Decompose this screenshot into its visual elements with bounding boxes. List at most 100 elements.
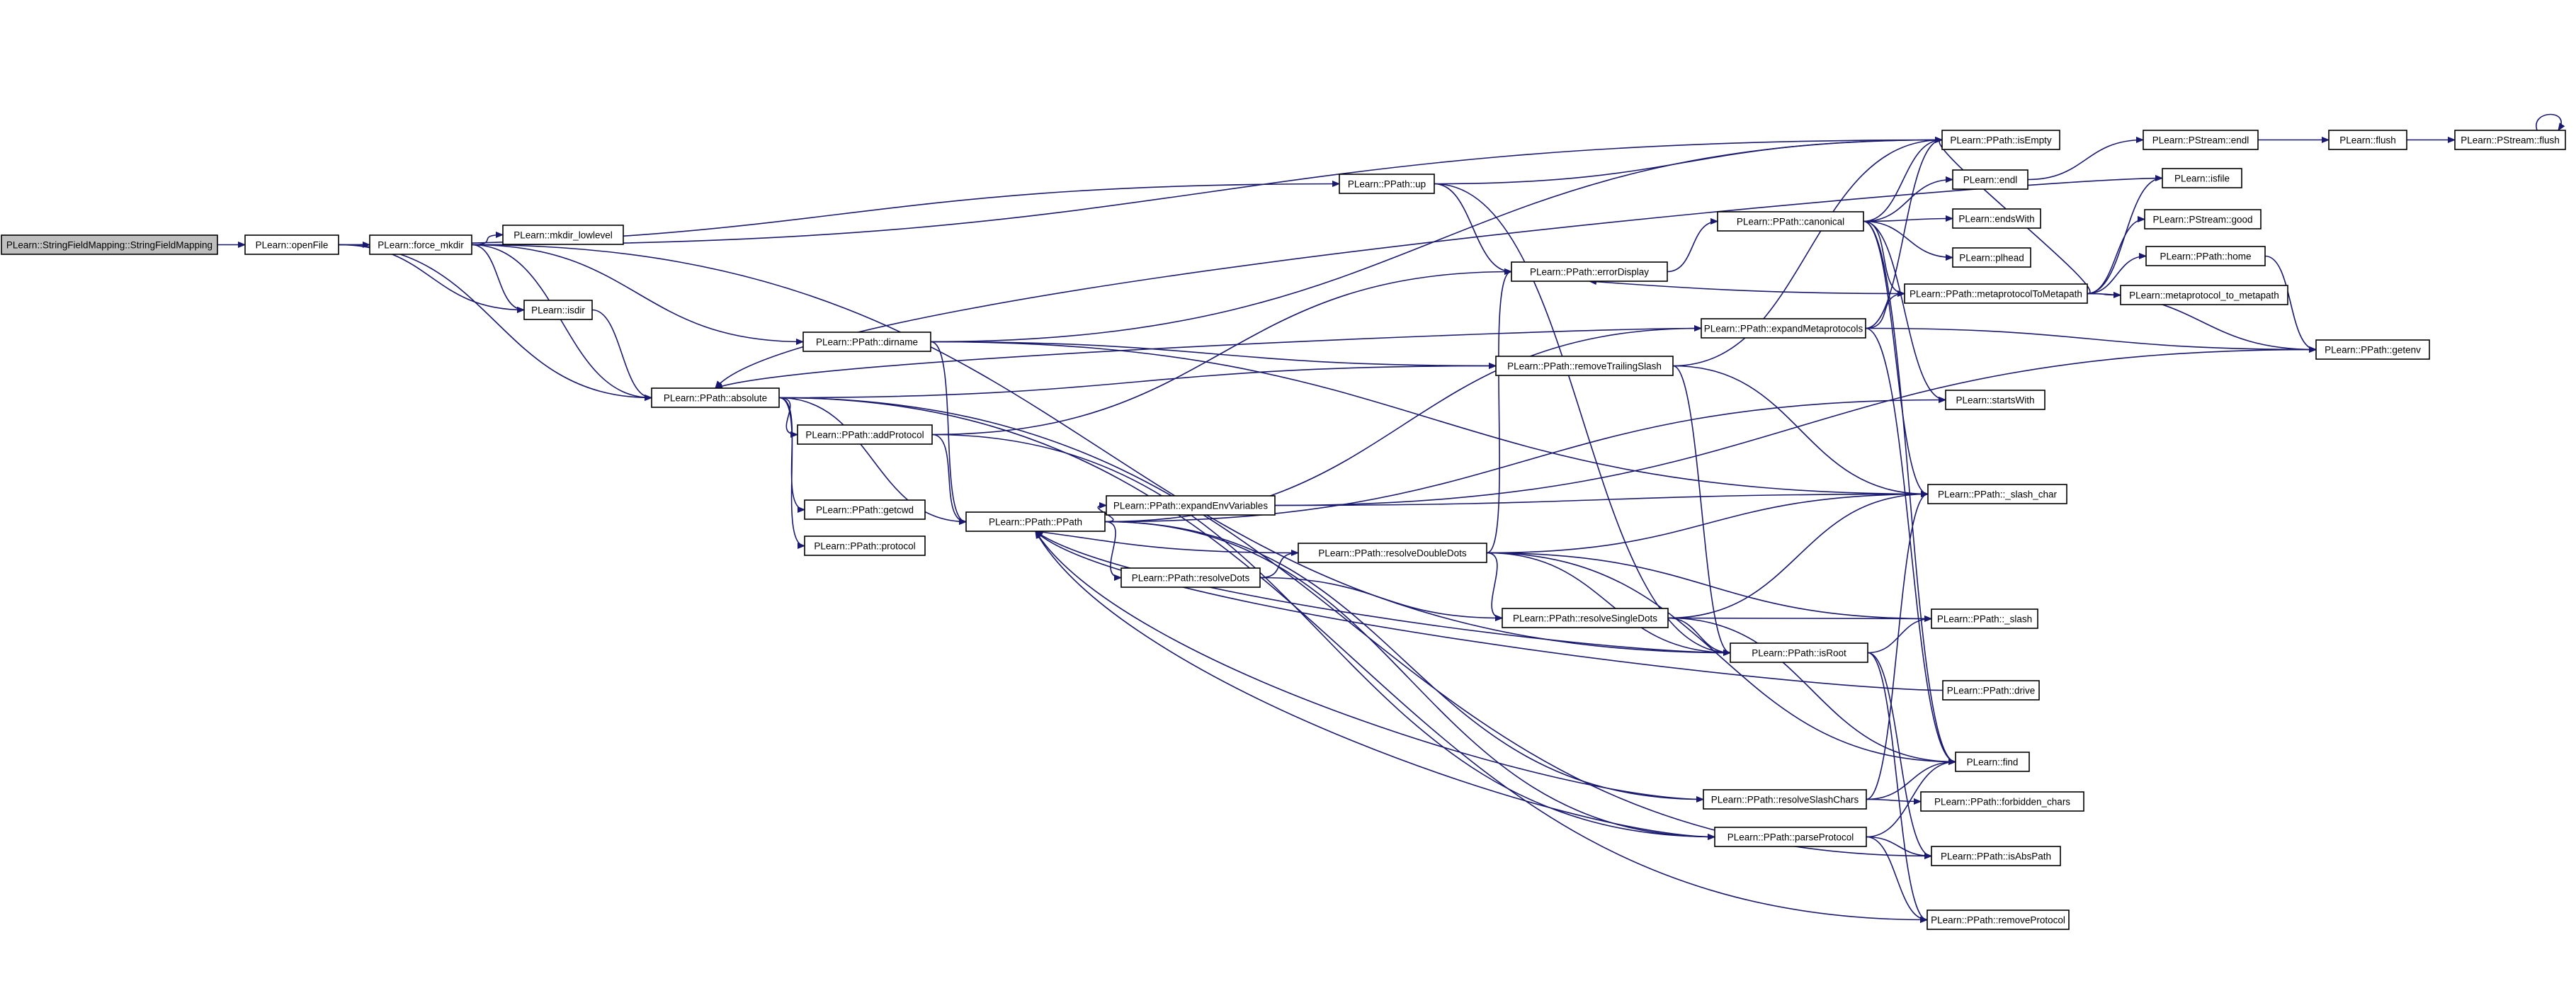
graph-node-n2[interactable]: PLearn::force_mkdir	[369, 234, 472, 255]
node-box[interactable]	[523, 300, 593, 320]
edge-n16-n29	[1672, 365, 1928, 494]
node-label: PLearn::PPath::addProtocol	[805, 430, 924, 441]
graph-node-n9[interactable]: PLearn::PPath::protocol	[804, 536, 926, 556]
node-box[interactable]	[2315, 339, 2430, 360]
graph-node-n35[interactable]: PLearn::PPath::removeProtocol	[1927, 910, 2070, 930]
node-box[interactable]	[1942, 680, 2040, 701]
node-box[interactable]	[1730, 642, 1868, 663]
node-box[interactable]	[651, 387, 780, 408]
graph-node-n8[interactable]: PLearn::PPath::getcwd	[804, 499, 926, 520]
node-box[interactable]	[2328, 130, 2407, 150]
node-box[interactable]	[1945, 390, 2046, 410]
node-box[interactable]	[2144, 209, 2262, 230]
graph-node-n19[interactable]: PLearn::PPath::canonical	[1717, 211, 1864, 232]
graph-node-n12[interactable]: PLearn::PPath::resolveDots	[1120, 567, 1261, 588]
node-box[interactable]	[2145, 246, 2266, 266]
node-box[interactable]	[1701, 318, 1866, 339]
node-box[interactable]	[244, 234, 339, 255]
node-box[interactable]	[1502, 608, 1669, 628]
graph-node-n7[interactable]: PLearn::PPath::addProtocol	[797, 424, 933, 445]
graph-node-n28[interactable]: PLearn::startsWith	[1945, 390, 2046, 410]
graph-node-n40[interactable]: PLearn::PStream::good	[2144, 209, 2262, 230]
graph-node-n15[interactable]: PLearn::PPath::errorDisplay	[1511, 261, 1668, 282]
graph-node-n13[interactable]: PLearn::PPath::resolveDoubleDots	[1298, 543, 1487, 563]
graph-node-n17[interactable]: PLearn::PPath::resolveSingleDots	[1502, 608, 1669, 628]
graph-node-n16[interactable]: PLearn::PPath::removeTrailingSlash	[1495, 356, 1674, 376]
graph-node-n36[interactable]: PLearn::PStream::endl	[2143, 130, 2259, 150]
node-box[interactable]	[804, 536, 926, 556]
edge-n6-n23	[930, 140, 1942, 343]
graph-node-n3[interactable]: PLearn::mkdir_lowlevel	[502, 225, 624, 245]
graph-node-n20[interactable]: PLearn::PPath::expandMetaprotocols	[1701, 318, 1866, 339]
node-box[interactable]	[1, 234, 218, 255]
graph-node-n22[interactable]: PLearn::PPath::parseProtocol	[1714, 827, 1867, 847]
node-box[interactable]	[2143, 130, 2259, 150]
node-box[interactable]	[1952, 247, 2031, 268]
graph-node-n0[interactable]: PLearn::StringFieldMapping::StringFieldM…	[1, 234, 218, 255]
graph-node-n31[interactable]: PLearn::PPath::drive	[1942, 680, 2040, 701]
edge-n5-n34	[778, 397, 1931, 856]
node-box[interactable]	[797, 424, 933, 445]
graph-node-n24[interactable]: PLearn::endl	[1952, 169, 2029, 190]
graph-node-n21[interactable]: PLearn::PPath::resolveSlashChars	[1703, 789, 1867, 810]
graph-node-n23[interactable]: PLearn::PPath::isEmpty	[1941, 130, 2060, 150]
node-box[interactable]	[1339, 174, 1435, 194]
node-box[interactable]	[1952, 208, 2041, 229]
graph-node-n27[interactable]: PLearn::PPath::metaprotocolToMetapath	[1904, 283, 2088, 304]
node-box[interactable]	[1703, 789, 1867, 810]
node-box[interactable]	[802, 332, 931, 352]
node-label: PLearn::PPath::resolveDots	[1132, 573, 1250, 584]
node-box[interactable]	[1927, 484, 2067, 504]
node-box[interactable]	[1717, 211, 1864, 232]
graph-node-n29[interactable]: PLearn::PPath::_slash_char	[1927, 484, 2067, 504]
graph-node-n26[interactable]: PLearn::plhead	[1952, 247, 2031, 268]
node-box[interactable]	[1511, 261, 1668, 282]
graph-node-n41[interactable]: PLearn::PPath::home	[2145, 246, 2266, 266]
node-box[interactable]	[502, 225, 624, 245]
graph-node-n11[interactable]: PLearn::PPath::expandEnvVariables	[1106, 495, 1276, 516]
graph-node-n14[interactable]: PLearn::PPath::up	[1339, 174, 1435, 194]
graph-node-n6[interactable]: PLearn::PPath::dirname	[802, 332, 931, 352]
edge-n2-n23	[471, 140, 1942, 246]
node-box[interactable]	[965, 511, 1106, 532]
node-box[interactable]	[1106, 495, 1276, 516]
graph-node-n30[interactable]: PLearn::PPath::_slash	[1931, 608, 2038, 629]
graph-node-n10[interactable]: PLearn::PPath::PPath	[965, 511, 1106, 532]
edge-n19-n29	[1863, 220, 1929, 494]
node-box[interactable]	[2120, 285, 2288, 305]
node-box[interactable]	[1495, 356, 1674, 376]
node-box[interactable]	[1927, 910, 2070, 930]
graph-node-n25[interactable]: PLearn::endsWith	[1952, 208, 2041, 229]
node-box[interactable]	[1920, 791, 2084, 812]
node-box[interactable]	[1298, 543, 1487, 563]
node-box[interactable]	[1120, 567, 1261, 588]
node-box[interactable]	[1904, 283, 2088, 304]
node-box[interactable]	[1931, 846, 2061, 866]
node-box[interactable]	[1714, 827, 1867, 847]
graph-node-n39[interactable]: PLearn::isfile	[2162, 168, 2242, 188]
graph-node-n37[interactable]: PLearn::flush	[2328, 130, 2407, 150]
edge-n2-n4	[471, 244, 525, 310]
graph-node-n38[interactable]: PLearn::PStream::flush	[2454, 130, 2566, 150]
node-box[interactable]	[1931, 608, 2038, 629]
node-box[interactable]	[369, 234, 472, 255]
node-box[interactable]	[2454, 130, 2566, 150]
graph-node-n18[interactable]: PLearn::PPath::isRoot	[1730, 642, 1868, 663]
edge-n27-n15	[1589, 281, 1905, 295]
node-box[interactable]	[804, 499, 926, 520]
node-label: PLearn::PStream::flush	[2461, 135, 2560, 146]
graph-node-n43[interactable]: PLearn::PPath::getenv	[2315, 339, 2430, 360]
graph-node-n4[interactable]: PLearn::isdir	[523, 300, 593, 320]
node-box[interactable]	[1941, 130, 2060, 150]
node-box[interactable]	[1955, 752, 2030, 772]
node-label: PLearn::PPath::isAbsPath	[1941, 851, 2051, 862]
node-box[interactable]	[1952, 169, 2029, 190]
graph-node-n5[interactable]: PLearn::PPath::absolute	[651, 387, 780, 408]
graph-node-n42[interactable]: PLearn::metaprotocol_to_metapath	[2120, 285, 2288, 305]
node-label: PLearn::PStream::endl	[2152, 135, 2249, 146]
graph-node-n32[interactable]: PLearn::find	[1955, 752, 2030, 772]
graph-node-n33[interactable]: PLearn::PPath::forbidden_chars	[1920, 791, 2084, 812]
graph-node-n1[interactable]: PLearn::openFile	[244, 234, 339, 255]
graph-node-n34[interactable]: PLearn::PPath::isAbsPath	[1931, 846, 2061, 866]
node-box[interactable]	[2162, 168, 2242, 188]
